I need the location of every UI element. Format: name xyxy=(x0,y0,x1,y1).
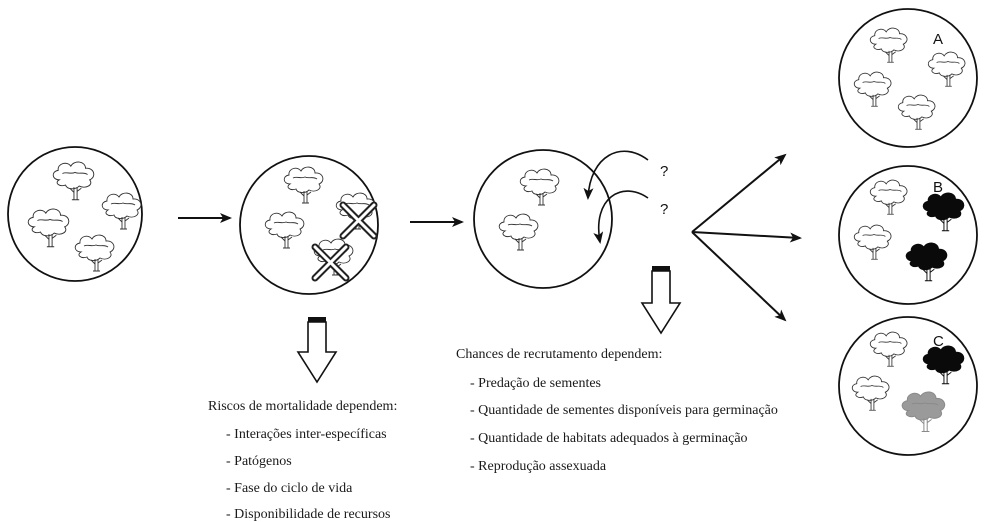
tree-icon xyxy=(853,224,892,260)
tree-icon xyxy=(869,27,908,63)
tree-icon xyxy=(74,234,115,272)
tree-icon xyxy=(869,331,908,367)
mortality-item: - Disponibilidade de recursos xyxy=(226,507,390,522)
tree-icon xyxy=(922,192,965,232)
outcome-circle-b xyxy=(838,165,978,305)
mortality-item: - Interações inter-específicas xyxy=(226,427,387,442)
outcome-label-c: C xyxy=(933,333,944,350)
tree-icon xyxy=(897,94,936,130)
mortality-item: - Fase do ciclo de vida xyxy=(226,481,353,496)
curved-arrow-icon xyxy=(583,150,649,200)
recruitment-title: Chances de recrutamento dependem: xyxy=(456,347,662,362)
curved-arrow-icon xyxy=(593,190,649,244)
tree-icon xyxy=(498,213,539,251)
tree-icon xyxy=(101,192,142,230)
tree-icon xyxy=(52,161,95,201)
tree-icon xyxy=(264,211,305,249)
recruitment-item: - Quantidade de sementes disponíveis par… xyxy=(470,403,778,418)
tree-icon xyxy=(851,375,890,411)
arrow-icon xyxy=(691,231,802,243)
tree-icon xyxy=(519,168,560,206)
population-circle-mortality xyxy=(239,155,379,295)
mortality-title: Riscos de mortalidade dependem: xyxy=(208,399,397,414)
block-down-arrow-icon xyxy=(640,266,682,335)
outcome-circle-c xyxy=(838,316,978,456)
tree-icon xyxy=(27,208,70,248)
block-down-arrow-icon xyxy=(296,317,338,384)
cross-icon xyxy=(339,201,378,240)
tree-icon xyxy=(901,391,946,433)
mortality-item: - Patógenos xyxy=(226,454,292,469)
tree-icon xyxy=(283,166,324,204)
tree-icon xyxy=(905,242,948,282)
outcome-circle-a xyxy=(838,8,978,148)
tree-icon xyxy=(922,345,965,385)
arrow-icon xyxy=(691,231,787,322)
tree-icon xyxy=(853,71,892,107)
cross-icon xyxy=(311,243,350,282)
question-mark-1: ? xyxy=(660,163,668,180)
outcome-label-b: B xyxy=(933,179,943,196)
recruitment-item: - Reprodução assexuada xyxy=(470,459,607,474)
question-mark-2: ? xyxy=(660,201,668,218)
tree-icon xyxy=(869,179,908,215)
outcome-label-a: A xyxy=(933,31,943,48)
tree-icon xyxy=(927,51,966,87)
population-circle-initial xyxy=(7,146,143,282)
population-circle-recruitment xyxy=(473,149,613,289)
recruitment-item: - Quantidade de habitats adequados à ger… xyxy=(470,431,748,446)
recruitment-item: - Predação de sementes xyxy=(470,376,601,391)
arrow-icon xyxy=(691,153,787,233)
